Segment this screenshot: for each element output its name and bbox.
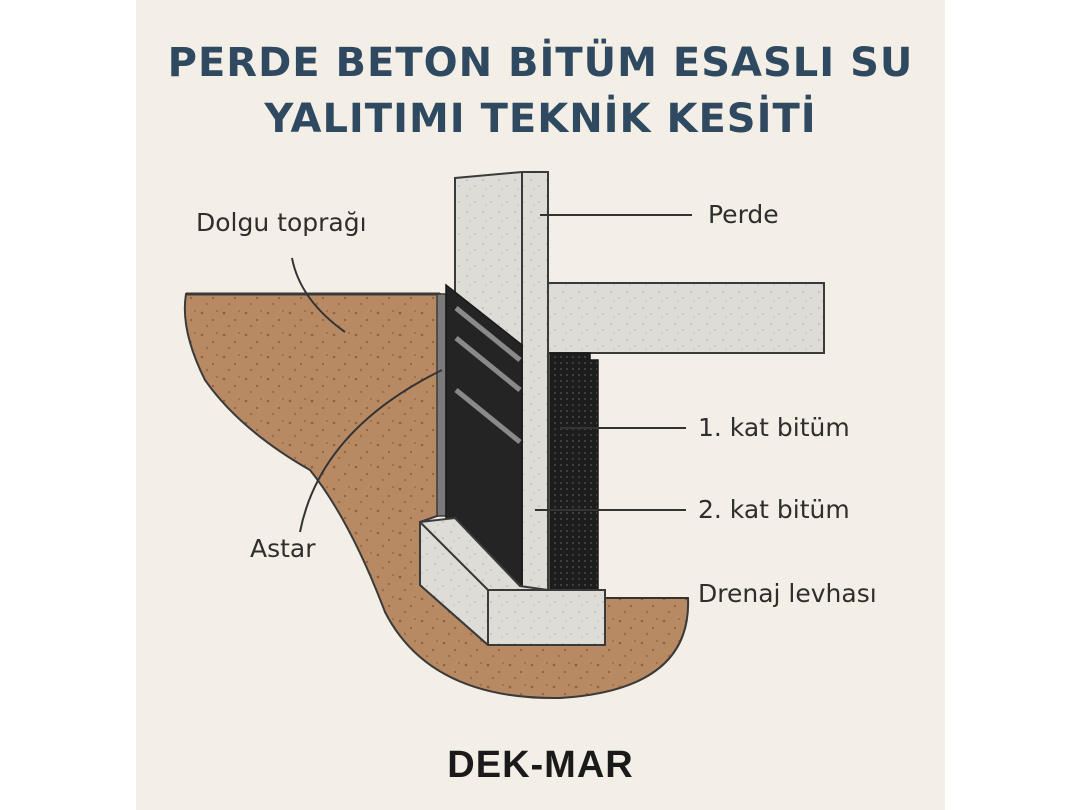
leader-fill-soil [291,257,346,333]
label-wall: Perde [708,200,779,229]
primer-layer [436,293,447,517]
leader-primer [299,369,443,533]
label-fill-soil: Dolgu toprağı [196,208,367,237]
drainage-board [549,352,599,591]
label-drainage: Drenaj levhası [698,579,877,608]
footing-top-edge [419,521,489,591]
label-coat-1: 1. kat bitüm [698,413,850,442]
coat-stripe-2 [454,336,522,392]
brand-logo-text: DEK-MAR [447,744,634,786]
label-coat-2: 2. kat bitüm [698,495,850,524]
coat-stripe-1 [454,306,522,362]
label-primer: Astar [250,534,316,563]
title-line-1: PERDE BETON BİTÜM ESASLI SU [167,40,914,86]
coat-stripe-3 [454,388,522,444]
title-line-2: YALITIMI TEKNİK KESİTİ [264,96,817,142]
floor-slab [547,282,825,354]
